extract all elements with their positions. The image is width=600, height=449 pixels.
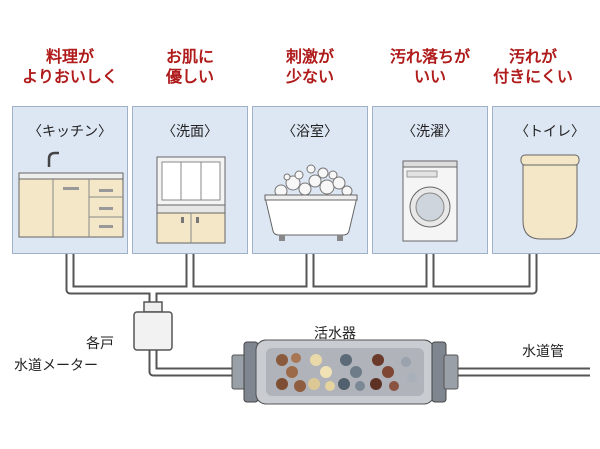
room-panel-bathroom: 〈浴室〉 [252,106,368,254]
benefit-text-bathroom: 刺激が 少ない [252,47,368,87]
benefit-line: 優しい [165,67,214,86]
room-panel-washroom: 〈洗面〉 [132,106,248,254]
meter-label-line1: 各戸 [86,336,114,352]
benefit-line: 刺激が [285,47,334,66]
benefit-text-kitchen: 料理が よりおいしく [12,47,128,87]
main-pipe-label: 水道管 [522,344,564,360]
room-label: 〈洗面〉 [162,124,218,140]
bathtub-icon [264,164,358,241]
benefit-line: お肌に [165,47,214,66]
room-label: 〈キッチン〉 [28,124,112,140]
benefit-line: よりおいしく [22,67,118,86]
washstand-icon [156,156,226,244]
benefit-text-laundry: 汚れ落ちが いい [372,47,488,87]
benefit-line: 料理が [45,47,94,66]
water-purifier-icon [231,339,459,405]
benefit-line: 付きにくい [493,67,573,86]
toilet-icon [520,154,580,240]
meter-label-line2: 水道メーター [14,358,98,374]
benefit-line: 少ない [285,67,334,86]
benefit-line: いい [413,67,446,86]
washing-machine-icon [402,160,458,242]
room-panel-kitchen: 〈キッチン〉 [12,106,128,254]
purifier-label: 活水器 [314,326,356,342]
room-label: 〈浴室〉 [282,124,338,140]
benefit-text-toilet: 汚れが 付きにくい [475,47,591,87]
benefit-line: 汚れ落ちが [389,47,470,66]
benefit-line: 汚れが [508,47,557,66]
kitchen-sink-icon [18,151,124,238]
room-panel-toilet: 〈トイレ〉 [492,106,600,254]
room-panel-laundry: 〈洗濯〉 [372,106,488,254]
water-meter-icon [133,301,173,351]
room-label: 〈トイレ〉 [515,124,585,140]
room-label: 〈洗濯〉 [402,124,458,140]
benefit-text-washroom: お肌に 優しい [132,47,248,87]
